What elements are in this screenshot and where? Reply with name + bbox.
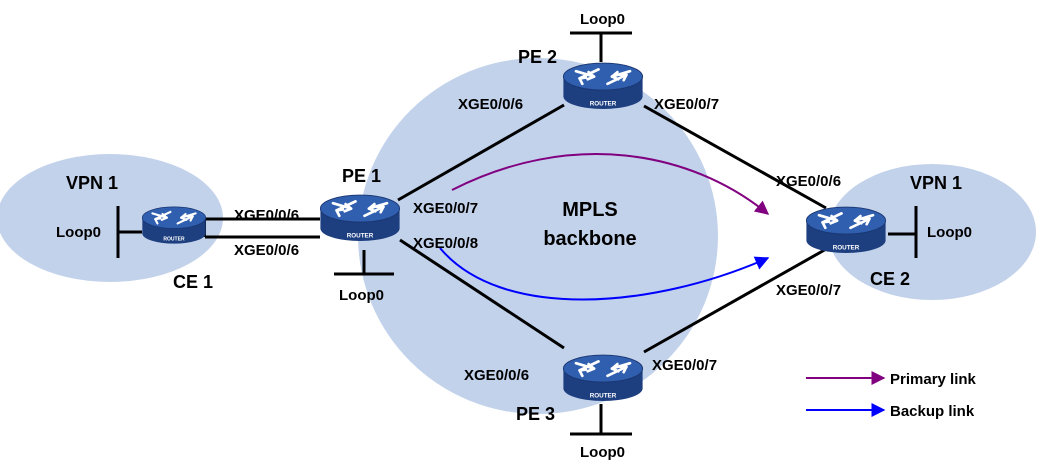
vpn1-right-cloud	[828, 164, 1036, 300]
link-pe1-pe3	[399, 238, 565, 350]
pe2-port-xge006: XGE0/0/6	[458, 96, 523, 113]
router-badge: ROUTER	[590, 100, 617, 107]
vpn1-left-label: VPN 1	[66, 173, 118, 193]
link-pe1-pe2	[397, 103, 565, 202]
ce2-name: CE 2	[870, 269, 910, 289]
backup-link-path	[439, 247, 770, 301]
pe1-port-xge007: XGE0/0/7	[413, 200, 478, 217]
pe3-name: PE 3	[516, 404, 555, 424]
link-pe3-ce2	[643, 246, 829, 354]
pe1-loop0-label: Loop0	[339, 287, 384, 304]
vpn1-left-cloud	[0, 154, 223, 282]
mpls-label-line1: MPLS	[562, 199, 618, 221]
router-ce1: ROUTER	[141, 205, 207, 245]
pe3-port-xge006: XGE0/0/6	[464, 367, 529, 384]
ce2-port-xge006: XGE0/0/6	[776, 173, 841, 190]
router-badge: ROUTER	[347, 232, 374, 239]
router-pe2: ROUTER	[562, 61, 644, 111]
ce2-loop0-label: Loop0	[927, 224, 972, 241]
pe3-port-xge007: XGE0/0/7	[652, 357, 717, 374]
router-pe1: ROUTER	[319, 193, 401, 243]
router-ce2: ROUTER	[805, 205, 887, 255]
primary-link-path	[451, 153, 770, 215]
router-badge: ROUTER	[833, 244, 860, 251]
router-badge: ROUTER	[163, 237, 185, 243]
pe2-port-xge007: XGE0/0/7	[654, 96, 719, 113]
legend-backup-label: Backup link	[890, 403, 975, 420]
ce1-loop0-label: Loop0	[56, 224, 101, 241]
vpn1-right-label: VPN 1	[910, 173, 962, 193]
router-pe3: ROUTER	[562, 353, 644, 403]
pe1-name: PE 1	[342, 166, 381, 186]
mpls-label-line2: backbone	[543, 228, 636, 250]
pe2-name: PE 2	[518, 47, 557, 67]
mpls-backbone-cloud	[358, 58, 718, 414]
ce1-name: CE 1	[173, 272, 213, 292]
legend: Primary link Backup link	[806, 371, 977, 420]
ce2-port-xge007: XGE0/0/7	[776, 282, 841, 299]
pe3-loop0-label: Loop0	[580, 444, 625, 461]
pe1-port-xge008: XGE0/0/8	[413, 235, 478, 252]
router-badge: ROUTER	[590, 392, 617, 399]
ce1-port-upper: XGE0/0/6	[234, 207, 299, 224]
legend-primary-label: Primary link	[890, 371, 977, 388]
pe2-loop0-label: Loop0	[580, 11, 625, 28]
link-pe2-ce2	[643, 104, 827, 210]
ce1-port-lower: XGE0/0/6	[234, 242, 299, 259]
